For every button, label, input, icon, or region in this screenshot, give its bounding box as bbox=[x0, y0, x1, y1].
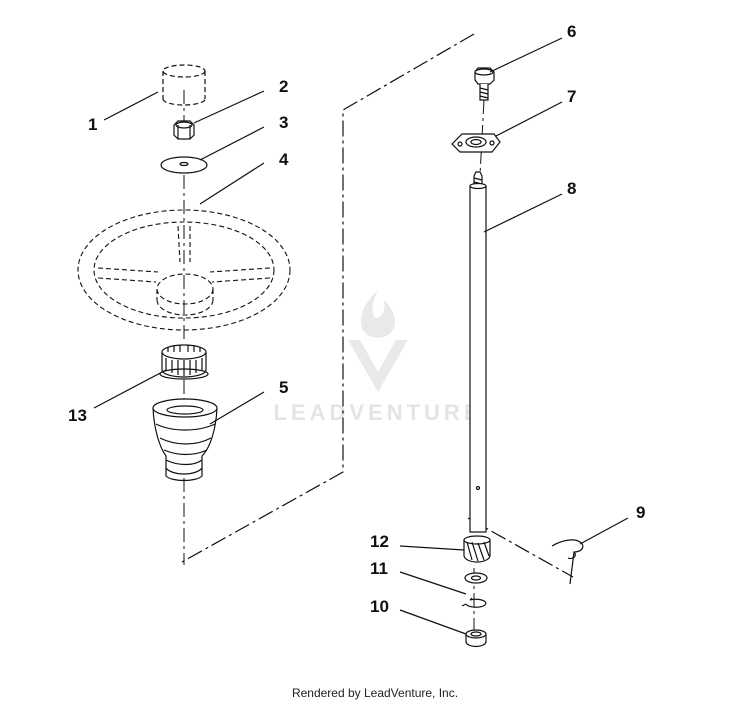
footer-credit: Rendered by LeadVenture, Inc. bbox=[291, 686, 459, 700]
leader-9 bbox=[579, 517, 629, 545]
part-8-steering-shaft bbox=[469, 171, 487, 533]
part-9-hairpin-clip bbox=[551, 539, 584, 585]
callout-10: 10 bbox=[370, 597, 389, 616]
callout-2: 2 bbox=[279, 77, 288, 96]
callout-4: 4 bbox=[279, 150, 289, 169]
part-4-steering-wheel bbox=[77, 209, 291, 331]
leader-13 bbox=[93, 369, 167, 409]
callout-5: 5 bbox=[279, 378, 288, 397]
watermark-v-icon bbox=[348, 340, 408, 392]
part-5-shroud bbox=[152, 398, 218, 482]
leader-11 bbox=[399, 571, 467, 595]
leader-1 bbox=[103, 91, 159, 121]
callout-1: 1 bbox=[88, 115, 97, 134]
part-10-retaining-ring bbox=[461, 597, 487, 608]
watermark-text: LEADVENTURE bbox=[273, 400, 482, 425]
callout-7: 7 bbox=[567, 87, 576, 106]
phantom-frame bbox=[181, 33, 574, 578]
part-13-adapter bbox=[159, 344, 209, 380]
callout-8: 8 bbox=[567, 179, 576, 198]
leader-3 bbox=[199, 126, 265, 161]
part-12-pinion-gear bbox=[463, 535, 491, 563]
leader-2 bbox=[193, 90, 265, 124]
callout-3: 3 bbox=[279, 113, 288, 132]
part-1-cap bbox=[162, 64, 206, 106]
leader-8 bbox=[483, 193, 563, 233]
leader-5 bbox=[209, 391, 265, 425]
leader-lines bbox=[93, 37, 629, 635]
watermark: LEADVENTURE bbox=[273, 290, 482, 425]
leader-7 bbox=[495, 101, 563, 137]
callout-11: 11 bbox=[370, 559, 388, 578]
callout-9: 9 bbox=[636, 503, 645, 522]
part-6-bolt bbox=[474, 67, 495, 101]
callout-6: 6 bbox=[567, 22, 576, 41]
callout-12: 12 bbox=[370, 532, 389, 551]
part-11-washer bbox=[464, 572, 488, 584]
leader-12 bbox=[399, 545, 465, 551]
part-2-nut bbox=[173, 120, 195, 140]
leader-6 bbox=[489, 37, 563, 73]
part-3-washer bbox=[160, 156, 208, 174]
watermark-flame-icon bbox=[361, 290, 396, 338]
callouts: 1 2 3 4 13 5 6 7 8 9 12 11 10 bbox=[68, 22, 645, 616]
phantom-plane-left bbox=[181, 33, 475, 563]
callout-13: 13 bbox=[68, 406, 87, 425]
part-7-flange-bearing bbox=[451, 133, 501, 153]
leader-4 bbox=[199, 162, 265, 205]
bushing bbox=[465, 629, 487, 648]
leader-10 bbox=[399, 609, 467, 635]
